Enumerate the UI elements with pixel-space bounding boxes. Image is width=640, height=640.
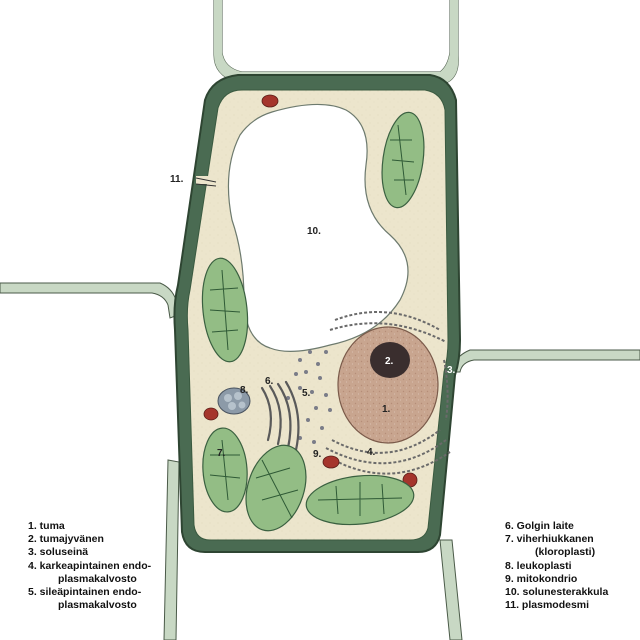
mitochondrion <box>322 455 340 469</box>
legend-item-5: 5. sileäpintainen endo- <box>28 586 142 599</box>
label-1: 1. <box>382 404 391 415</box>
golgi-apparatus <box>260 380 300 452</box>
leukoplast <box>217 387 251 415</box>
plasmodesma <box>195 176 217 187</box>
legend-right: 6. Golgin laite 7. viherhiukkanen (kloro… <box>505 520 608 612</box>
legend-item-7-cont: (kloroplasti) <box>535 546 596 559</box>
label-5: 5. <box>302 388 311 399</box>
label-3: 3. <box>447 365 456 376</box>
legend-item-4-cont: plasmakalvosto <box>58 572 137 585</box>
vacuole <box>227 103 409 352</box>
legend-item-1: 1. tuma <box>28 520 65 532</box>
number-labels: 1. 2. 3. 4. 5. 6. 7. 8. 9. 10. 11. <box>170 174 456 460</box>
rough-er <box>325 311 451 475</box>
mitochondrion <box>203 407 219 421</box>
chloroplast <box>381 111 425 209</box>
label-8: 8. <box>240 385 249 396</box>
legend-item-5-cont: plasmakalvosto <box>58 599 137 612</box>
legend-item-10: 10. solunesterakkula <box>505 586 609 599</box>
nucleus <box>337 326 439 444</box>
label-2: 2. <box>385 356 394 367</box>
label-9: 9. <box>313 449 322 460</box>
mitochondrion <box>261 94 279 108</box>
legend-item-3: 3. soluseinä <box>28 546 89 559</box>
label-7: 7. <box>217 448 226 459</box>
thylakoids <box>209 124 415 519</box>
legend-item-11: 11. plasmodesmi <box>505 599 590 612</box>
legend-item-2: 2. tumajyvänen <box>28 533 104 546</box>
legend-item-8: 8. leukoplasti <box>505 559 572 572</box>
legend-item-4: 4. karkeapintainen endo- <box>28 559 152 572</box>
label-6: 6. <box>265 376 274 387</box>
legend-item-9: 9. mitokondrio <box>505 572 578 585</box>
legend-left: 1. tuma 2. tumajyvänen 3. soluseinä 4. k… <box>28 520 151 612</box>
legend-item-7: 7. viherhiukkanen <box>505 533 594 546</box>
smooth-er <box>286 350 332 444</box>
label-4: 4. <box>367 447 376 458</box>
nucleolus <box>370 342 410 378</box>
legend-item-6: 6. Golgin laite <box>505 520 574 532</box>
label-11: 11. <box>170 174 184 185</box>
label-10: 10. <box>307 226 321 237</box>
